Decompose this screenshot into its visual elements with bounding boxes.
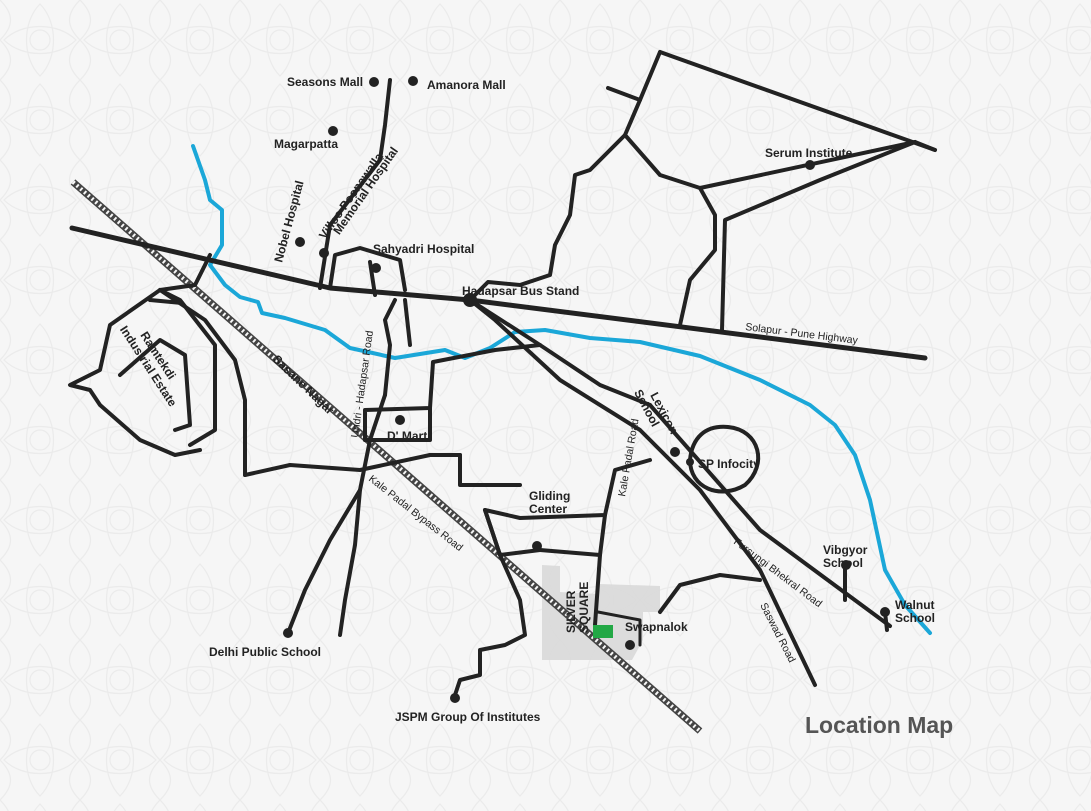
vibgyor-line-1: Vibgyor: [823, 543, 868, 557]
lexicon-school-dot: [670, 447, 680, 457]
gliding-center-label: Gliding Center: [529, 489, 574, 516]
silver-square-line-1: SILVER: [564, 590, 578, 633]
silver-square-line-2: SQUARE: [577, 582, 591, 633]
sahyadri-hospital-label: Sahyadri Hospital: [373, 242, 474, 256]
serum-institute-dot: [805, 160, 815, 170]
magarpatta-label: Magarpatta: [274, 137, 338, 151]
sp-infocity-loop: [688, 424, 761, 494]
vibgyor-line-2: School: [823, 556, 863, 570]
vibgyor-school-label: Vibgyor School: [823, 543, 871, 570]
jspm-label: JSPM Group Of Institutes: [395, 710, 541, 724]
seasons-mall-dot: [369, 77, 379, 87]
magarpatta-dot: [328, 126, 338, 136]
railway: [70, 179, 703, 734]
walnut-line-2: School: [895, 611, 935, 625]
nobel-hospital-dot: [295, 237, 305, 247]
walnut-school-label: Walnut School: [895, 598, 938, 625]
project-marker: [593, 625, 613, 638]
gliding-line-1: Gliding: [529, 489, 570, 503]
solapur-pune-highway: [69, 225, 928, 361]
walnut-school-dot: [880, 607, 890, 617]
jspm-dot: [450, 693, 460, 703]
villoo-hospital-dot: [319, 248, 329, 258]
vibgyor-school-dot: [841, 560, 851, 570]
northern-roads: [318, 50, 937, 332]
swapnalok-road: [596, 610, 642, 647]
hadapsar-bus-stand-dot: [463, 293, 477, 307]
sahyadri-hospital-dot: [371, 263, 381, 273]
amanora-mall-label: Amanora Mall: [427, 78, 506, 92]
walnut-line-1: Walnut: [895, 598, 935, 612]
delhi-public-school-dot: [283, 628, 293, 638]
swapnalok-dot: [625, 640, 635, 650]
d-mart-dot: [395, 415, 405, 425]
map-title: Location Map: [805, 712, 953, 738]
landmark-dots: [283, 76, 890, 703]
amanora-mall-dot: [408, 76, 418, 86]
hadapsar-bus-stand-label: Hadapsar Bus Stand: [462, 284, 579, 298]
d-mart-label: D' Mart: [387, 429, 427, 443]
sp-infocity-label: SP Infocity: [698, 457, 760, 471]
serum-institute-label: Serum Institute: [765, 146, 853, 160]
central-roads: [243, 298, 892, 687]
sp-infocity-dot: [686, 458, 694, 466]
seasons-mall-label: Seasons Mall: [287, 75, 363, 89]
delhi-public-school-label: Delhi Public School: [209, 645, 321, 659]
swapnalok-label: Swapnalok: [625, 620, 688, 634]
gliding-line-2: Center: [529, 502, 567, 516]
gliding-center-dot: [532, 541, 542, 551]
western-roads: [68, 253, 247, 477]
undri-hadapsar-road: [338, 393, 387, 637]
road-to-dps: [286, 488, 362, 635]
silver-square-label: SILVER SQUARE: [564, 582, 591, 633]
